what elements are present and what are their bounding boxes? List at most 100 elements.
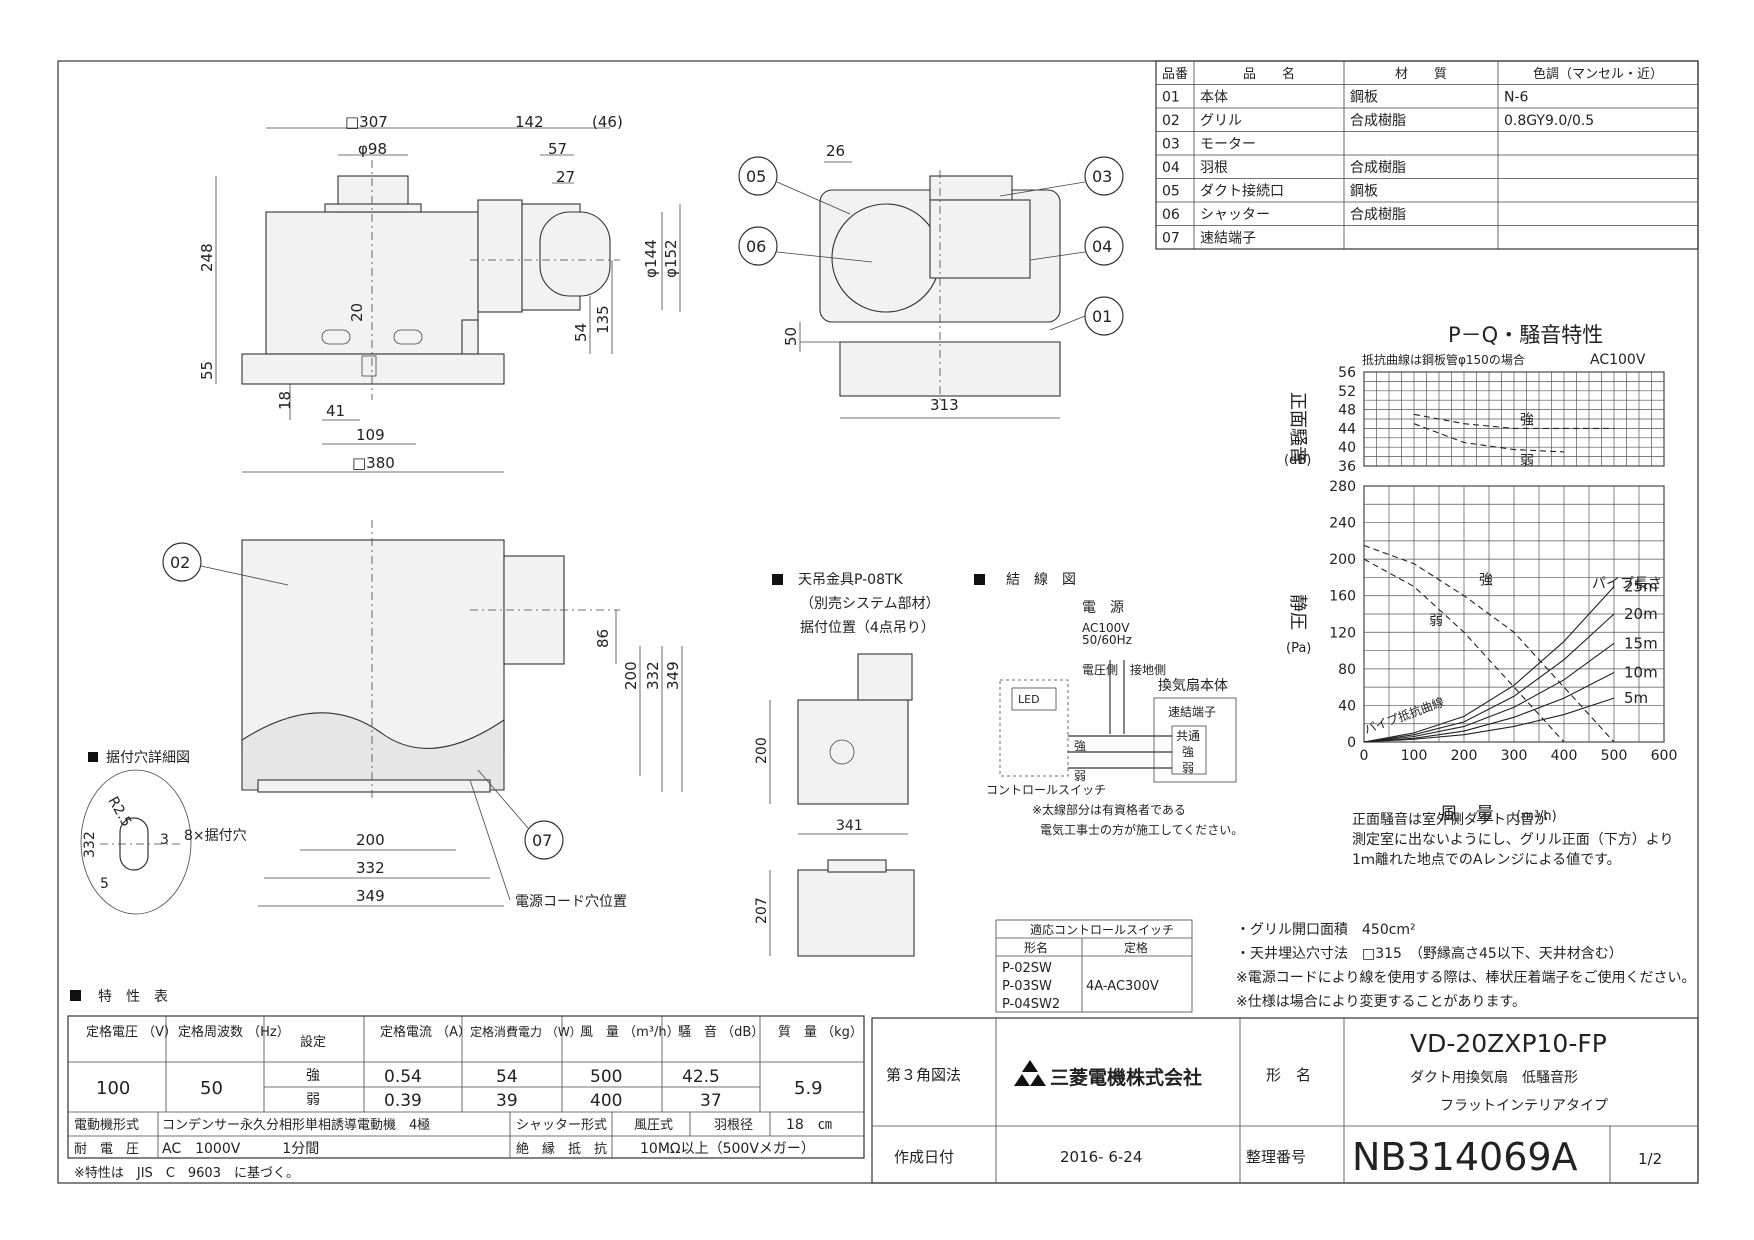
dim-top-41: 41 — [326, 402, 345, 420]
spec-blade-value: 18 ㎝ — [786, 1117, 832, 1133]
pq-yunit: (Pa) — [1286, 641, 1311, 656]
chart-note-2: 測定室に出ないようにし、グリル正面（下方）より — [1352, 831, 1673, 848]
parts-cell: 合成樹脂 — [1350, 113, 1406, 129]
pq-ytick: 280 — [1329, 479, 1356, 495]
model-desc-2: フラットインテリアタイプ — [1440, 1098, 1608, 1114]
noise-ytick: 48 — [1338, 403, 1356, 419]
pq-ytick: 120 — [1329, 625, 1356, 641]
spec-flow-strong: 500 — [590, 1067, 622, 1087]
resistance-curve-label-3: 10m — [1624, 664, 1658, 682]
model-number: VD-20ZXP10-FP — [1410, 1029, 1607, 1058]
pq-xtick: 400 — [1551, 748, 1578, 764]
spec-cur-weak: 0.39 — [384, 1091, 422, 1111]
parts-cell: 03 — [1162, 137, 1180, 153]
pq-ylabel: 静圧 — [1287, 594, 1308, 630]
pq-ytick: 200 — [1329, 552, 1356, 568]
spec-flow-weak: 400 — [590, 1091, 622, 1111]
resistance-curve-label-2: 15m — [1624, 634, 1658, 652]
dim-top-98: φ98 — [358, 140, 387, 158]
callout-03: 03 — [1092, 167, 1112, 186]
chart-subtitle: 抵抗曲線は鋼板管φ150の場合 — [1362, 352, 1525, 367]
callout-06: 06 — [746, 237, 766, 256]
front-view: 86 200 332 349 200 332 349 電源コード穴位置 — [241, 520, 683, 910]
wiring-power-spec2: 50/60Hz — [1082, 633, 1132, 647]
hanger-figure: 天吊金具P-08TK （別売システム部材） 据付位置（4点吊り） 200 341… — [754, 572, 940, 957]
mitsubishi-logo-icon — [1014, 1060, 1046, 1086]
parts-cell: 羽根 — [1200, 160, 1228, 176]
pq-noise-chart: P－Q・騒音特性 抵抗曲線は鋼板管φ150の場合 AC100V 正面騒音 (dB… — [1284, 323, 1677, 825]
dim-top-142: 142 — [515, 113, 544, 131]
callout-05: 05 — [746, 167, 766, 186]
side-view: 26 50 313 — [782, 142, 1061, 419]
wiring-power-spec1: AC100V — [1082, 621, 1130, 635]
spec-pow-weak: 39 — [496, 1091, 518, 1111]
company-name: 三菱電機株式会社 — [1050, 1066, 1202, 1089]
switch-table: 適応コントロールスイッチ 形名 定格 P-02SW P-03SW P-04SW2… — [995, 919, 1193, 1013]
chart-note-1: 正面騒音は室外側ダクト内音が — [1352, 811, 1548, 828]
dim-top-248: 248 — [198, 243, 216, 272]
spec-mass: 5.9 — [794, 1078, 823, 1099]
spec-shutter-label: シャッター形式 — [516, 1118, 607, 1133]
hanger-title: 天吊金具P-08TK — [798, 572, 904, 588]
spec-set-strong: 強 — [306, 1068, 320, 1084]
parts-cell: 鋼板 — [1350, 184, 1378, 200]
detail-title: 据付穴詳細図 — [106, 750, 190, 766]
parts-header-1: 品 名 — [1243, 66, 1295, 82]
spec-table: 特 性 表 定格電圧 （V） 定格周波数 （Hz） 設定 定格電流 （A） 定格… — [67, 989, 865, 1181]
dim-top-55: 55 — [198, 361, 216, 380]
date-value: 2016- 6-24 — [1060, 1148, 1142, 1166]
spec-voltage: 100 — [96, 1078, 130, 1099]
top-view: □307 142 (46) φ98 57 27 248 55 20 φ144 φ… — [198, 113, 681, 473]
callouts: 01 02 03 04 05 06 07 — [162, 156, 1124, 860]
wiring-title: 結 線 図 — [1006, 572, 1076, 588]
hanger-dim-207: 207 — [754, 897, 770, 924]
chart-power: AC100V — [1590, 352, 1646, 368]
resist-curve-label: パイプ抵抗曲線 — [1362, 694, 1446, 737]
projection-label: 第３角図法 — [886, 1066, 961, 1084]
pipe-length-label: パイプ長さ — [1592, 576, 1662, 592]
hanger-dim-200: 200 — [754, 737, 770, 764]
resistance-curve-label-1: 20m — [1624, 605, 1658, 623]
pq-xlabel: 風 量 — [1440, 804, 1494, 825]
dim-top-307: □307 — [345, 113, 388, 131]
switch-rating: 4A-AC300V — [1086, 979, 1159, 994]
detail-5: 5 — [100, 876, 109, 892]
callout-01: 01 — [1092, 307, 1112, 326]
parts-cell: 鋼板 — [1350, 90, 1378, 106]
spec-set-weak: 弱 — [306, 1092, 320, 1108]
terminal-label: 速結端子 — [1168, 705, 1216, 719]
drawing-number: NB314069A — [1352, 1135, 1578, 1179]
noise-ytick: 36 — [1338, 459, 1356, 475]
parts-cell: 速結端子 — [1200, 231, 1256, 247]
pq-series-1 — [1363, 558, 1565, 743]
hanger-sub: （別売システム部材） — [800, 596, 940, 612]
noise-series-label-1: 弱 — [1520, 454, 1534, 470]
wiring-power: 電 源 — [1082, 600, 1124, 616]
pq-ytick: 0 — [1347, 735, 1356, 751]
switch-hdr-model: 形名 — [1024, 940, 1048, 955]
dim-front-349h: 349 — [356, 887, 385, 905]
callout-07: 07 — [532, 831, 552, 850]
noise-ytick: 44 — [1338, 421, 1356, 437]
noise-ytick: 52 — [1338, 384, 1356, 400]
pq-series-label-1: 弱 — [1429, 613, 1443, 629]
spec-withstand-label: 耐 電 圧 — [74, 1142, 139, 1157]
resistance-curve-1 — [1363, 613, 1615, 743]
title-block: 第３角図法 三菱電機株式会社 形 名 VD-20ZXP10-FP ダクト用換気扇… — [871, 1017, 1699, 1184]
pq-xtick: 600 — [1651, 748, 1678, 764]
model-label: 形 名 — [1266, 1066, 1311, 1084]
spec-frequency: 50 — [200, 1078, 223, 1099]
spec-pow-strong: 54 — [496, 1067, 518, 1087]
switch-model-2: P-03SW — [1002, 979, 1052, 994]
term-strong: 強 — [1182, 745, 1194, 759]
noise-series-0 — [1413, 413, 1614, 429]
pq-xtick: 300 — [1501, 748, 1528, 764]
sheet-number: 1/2 — [1638, 1150, 1662, 1168]
ctrl-switch-label: コントロールスイッチ — [986, 783, 1106, 797]
resistance-curve-label-0: 25m — [1624, 578, 1658, 596]
pq-xtick: 200 — [1451, 748, 1478, 764]
spec-motor-label: 電動機形式 — [74, 1118, 139, 1133]
spec-hdr-freq: 定格周波数 （Hz） — [178, 1024, 290, 1040]
